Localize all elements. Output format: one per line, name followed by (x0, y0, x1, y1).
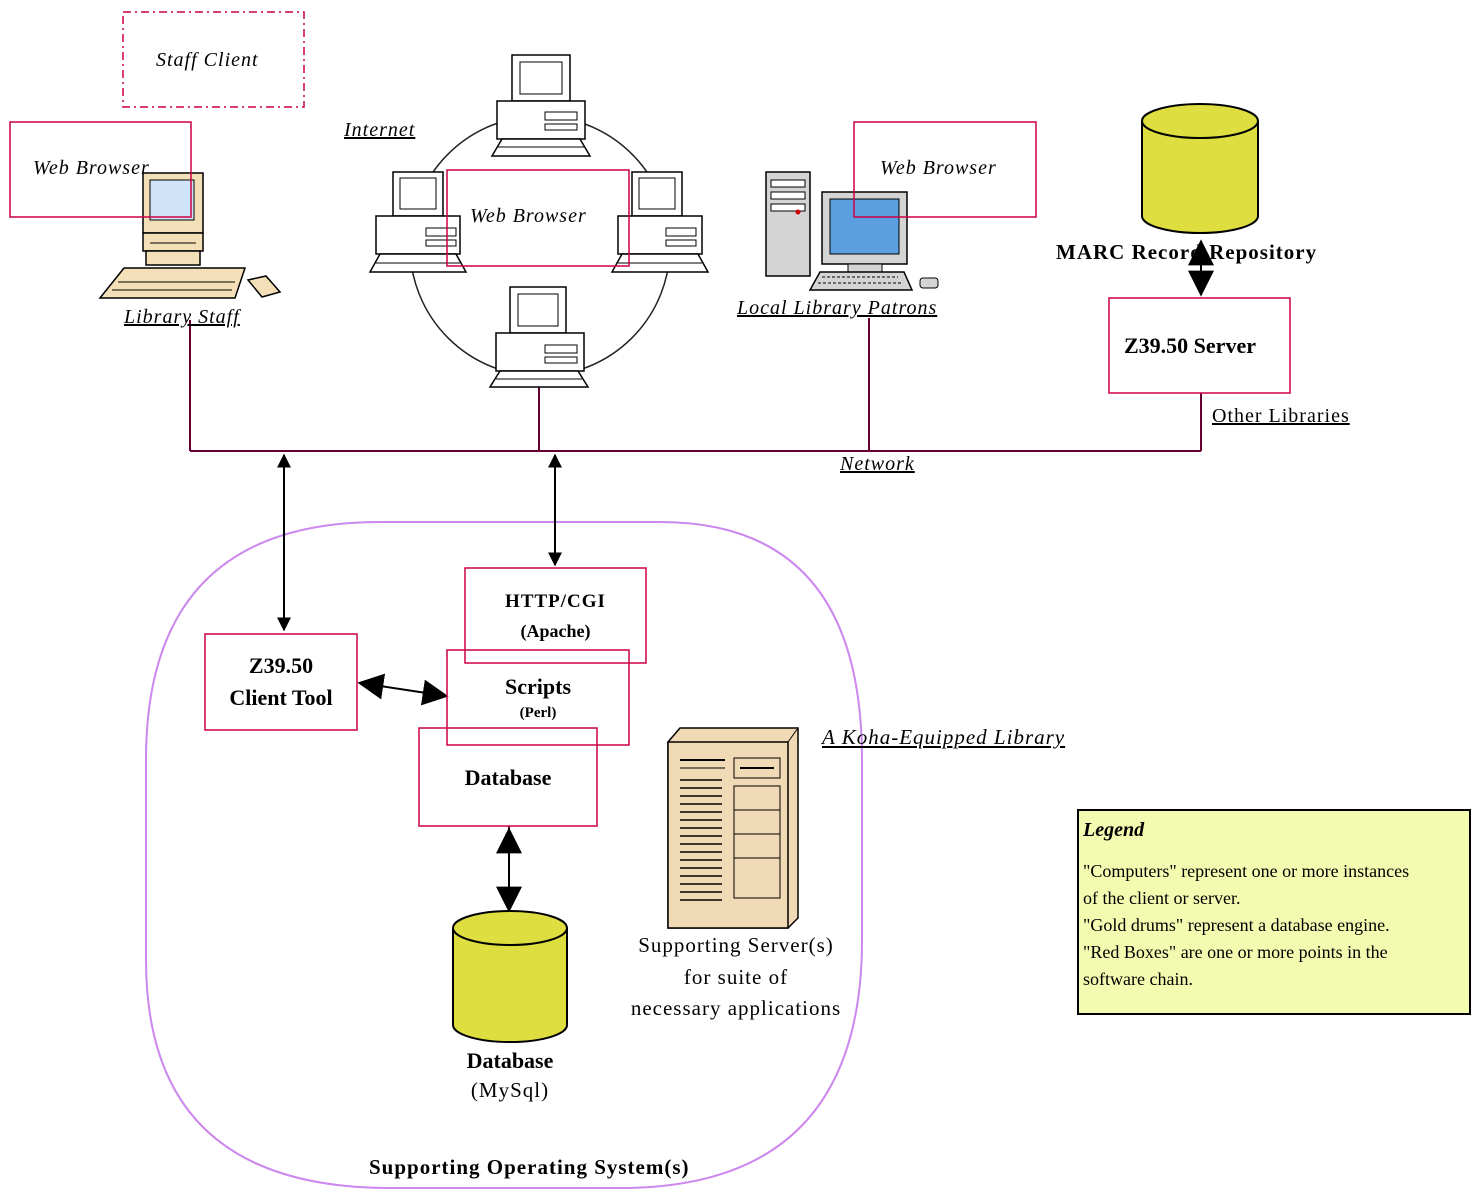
legend-line: "Computers" represent one or more instan… (1083, 861, 1410, 881)
supporting-servers-line1: Supporting Server(s) (638, 933, 834, 957)
scripts-box (446, 649, 630, 746)
scripts-label: Scripts (505, 674, 571, 699)
web-browser-right-box (853, 121, 1037, 218)
network-lines (189, 318, 1202, 900)
staff-client-box (122, 11, 305, 108)
internet-label: Internet (344, 119, 416, 141)
apache-label: (Apache) (520, 621, 591, 641)
red-boxes (9, 121, 1291, 827)
web-browser-left-label: Web Browser (33, 157, 150, 179)
library-staff-computer (98, 172, 282, 299)
database-drum-label: Database (466, 1048, 554, 1073)
internet-pc-bottom (488, 286, 590, 388)
z3950-client-line2: Client Tool (229, 685, 333, 710)
local-patron-computer (765, 171, 939, 291)
network-label: Network (840, 453, 915, 475)
supporting-server-tower (667, 727, 799, 929)
arrows (277, 239, 1214, 913)
z3950-client-box (204, 633, 358, 731)
marc-drum (1141, 103, 1259, 234)
legend-title: Legend (1083, 819, 1145, 841)
supporting-os-label: Supporting Operating System(s) (369, 1155, 690, 1179)
legend-line: "Red Boxes" are one or more points in th… (1083, 942, 1388, 962)
perl-label: (Perl) (519, 705, 557, 721)
library-boundary (145, 521, 863, 1189)
marc-repository-label: MARC Record Repository (1056, 240, 1318, 264)
internet-pc-left (368, 171, 468, 273)
koha-library-label: A Koha-Equipped Library (822, 725, 1066, 749)
web-browser-center-label: Web Browser (470, 205, 587, 227)
arrow-client-scripts (357, 673, 449, 706)
internet-pc-top (490, 54, 592, 157)
web-browser-center-box (446, 169, 630, 267)
library-staff-label: Library Staff (124, 306, 240, 328)
supporting-servers-line2: for suite of (683, 965, 789, 989)
http-cgi-box (464, 567, 647, 664)
database-box-label: Database (464, 765, 552, 790)
internet-pc-right (610, 171, 710, 273)
legend-box: Legend "Computers" represent one or more… (1077, 809, 1471, 1015)
http-cgi-label: HTTP/CGI (505, 591, 606, 612)
supporting-servers-line3: necessary applications (630, 996, 842, 1020)
z3950-server-label: Z39.50 Server (1124, 333, 1256, 358)
z3950-client-line1: Z39.50 (248, 653, 314, 678)
legend-line: "Gold drums" represent a database engine… (1083, 915, 1390, 935)
z3950-server-box (1108, 297, 1291, 394)
staff-client-label: Staff Client (156, 49, 259, 71)
legend-line: software chain. (1083, 969, 1193, 989)
web-browser-right-label: Web Browser (880, 157, 997, 179)
legend-line: of the client or server. (1083, 888, 1241, 908)
mysql-label: (MySql) (470, 1078, 550, 1102)
web-browser-left-box (9, 121, 192, 218)
database-box (418, 727, 598, 827)
mysql-drum (452, 910, 568, 1043)
other-libraries-label: Other Libraries (1212, 405, 1350, 427)
local-library-patrons-label: Local Library Patrons (737, 297, 938, 319)
